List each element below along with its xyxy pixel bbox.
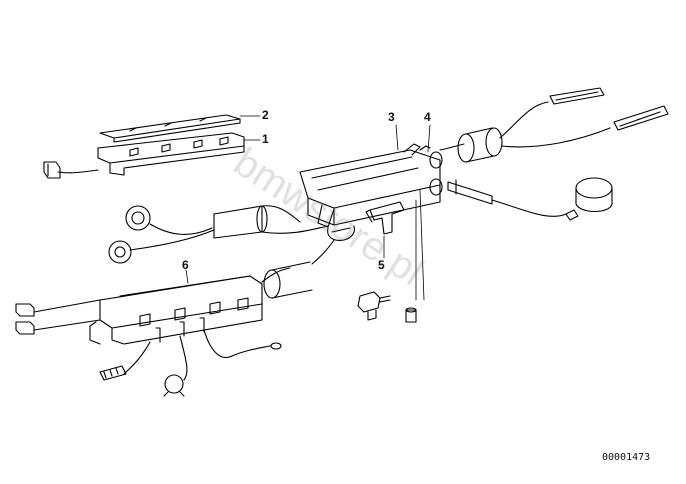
lower-cables	[99, 329, 282, 397]
right-connector-group	[439, 87, 669, 163]
callout-6: 6	[182, 258, 189, 272]
part-6-connector-block	[89, 239, 335, 345]
callout-5: 5	[378, 258, 385, 272]
diagram-id: 00001473	[602, 452, 651, 463]
part-5-bracket	[365, 201, 405, 235]
callout-2: 2	[262, 108, 269, 122]
lower-plugs	[357, 291, 417, 323]
part-1-injector-strip	[43, 132, 245, 179]
callout-4: 4	[424, 110, 431, 124]
leader-lines	[185, 115, 431, 301]
left-sensors	[108, 205, 329, 264]
right-sensor-group	[447, 177, 613, 221]
callout-3: 3	[388, 110, 395, 124]
left-plug-connectors	[15, 299, 101, 335]
callout-1: 1	[262, 132, 269, 146]
part-2-cover-strip	[99, 114, 241, 143]
